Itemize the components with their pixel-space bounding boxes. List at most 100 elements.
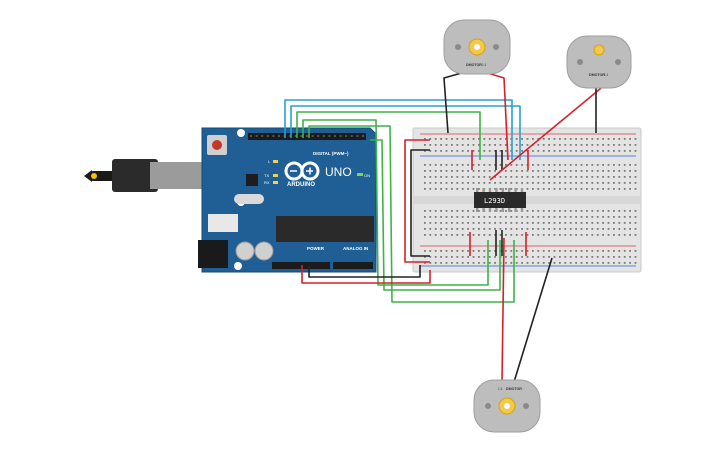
hole [586,164,588,166]
wire-green[interactable] [302,119,489,286]
hole [559,262,561,264]
motor-screw [493,44,499,50]
hole [596,250,599,252]
hole [618,138,621,140]
hole [629,138,631,140]
hole [510,164,513,166]
hole [488,256,491,258]
wires[interactable] [284,71,607,383]
hole [494,250,496,252]
hole [521,234,523,236]
wire-black-rail[interactable] [410,149,430,257]
hole [564,250,567,252]
hole [569,138,572,140]
hole [478,256,480,258]
wire-green[interactable] [296,111,481,160]
wire-green[interactable] [308,125,515,303]
on-led [357,173,363,176]
hole [591,164,594,166]
hole [564,222,567,224]
hole [613,188,615,190]
wire-red-rail[interactable] [404,139,430,263]
hole [602,256,604,258]
hole [483,170,486,172]
hole [629,188,631,190]
wire-blue[interactable] [290,105,521,160]
hole [505,188,507,190]
hole [510,250,513,252]
hole [429,228,432,230]
hole [482,208,485,212]
motor-label: DMOTOR [506,387,522,391]
hole [537,256,540,258]
wire-motor2-red[interactable] [489,83,607,181]
hole [300,135,303,137]
hole [537,150,540,152]
hole [440,182,442,184]
arduino-uno[interactable]: ARDUINO UNO DIGITAL (PWM~) POWER ANALOG … [84,127,377,273]
hole [461,256,464,258]
hole [429,216,432,218]
hole [499,176,502,178]
hole [488,188,492,192]
l293d-chip[interactable]: L293D [474,188,526,212]
dc-motor-2[interactable]: DMOTOR 1:1 [566,35,632,89]
wire-blue[interactable] [284,99,513,160]
hole [478,182,480,184]
wire-black-gnd[interactable] [308,265,421,278]
hole [559,222,561,224]
hole [532,234,534,236]
reset-button-cap[interactable] [212,140,222,150]
hole [445,210,448,212]
wire-red-5v[interactable] [301,265,431,284]
wire-motor3-black[interactable] [513,257,553,383]
dc-motor-3[interactable]: 1:1 DMOTOR [473,379,541,433]
hole [580,210,583,212]
wire-motor1-black[interactable] [443,71,466,134]
hole [586,234,588,236]
hole [613,256,615,258]
hole [564,256,567,258]
hole [526,138,529,140]
hole [537,250,540,252]
hole [602,188,604,190]
hole [532,188,534,190]
hole [505,170,507,172]
motor-screw [485,403,491,409]
hole [548,262,550,264]
arduino-model-label: UNO [325,165,352,179]
hole [434,216,437,218]
hole [526,228,529,230]
hole [537,234,540,236]
wire-motor3-red[interactable] [501,237,505,383]
hole [575,250,577,252]
hole [478,222,480,224]
hole [532,228,534,230]
motor-shaft [504,403,510,409]
wire-green[interactable] [370,139,501,291]
hole [559,250,561,252]
hole [613,144,615,146]
hole [618,234,621,236]
mount-hole [237,129,245,137]
hole [575,228,577,230]
hole [591,138,594,140]
hole [613,216,615,218]
hole [424,144,426,146]
hole [537,210,540,212]
hole [553,234,556,236]
hole [510,176,513,178]
hole [515,150,518,152]
dc-motor-1[interactable]: DMOTOR 1:1 [443,19,511,75]
usb-port [150,162,205,189]
hole [634,188,637,190]
hole [553,228,556,230]
rx-led [273,181,278,184]
hole [634,222,637,224]
hole [445,138,448,140]
hole [623,222,626,224]
hole [499,182,502,184]
hole [317,135,320,137]
hole [424,176,426,178]
